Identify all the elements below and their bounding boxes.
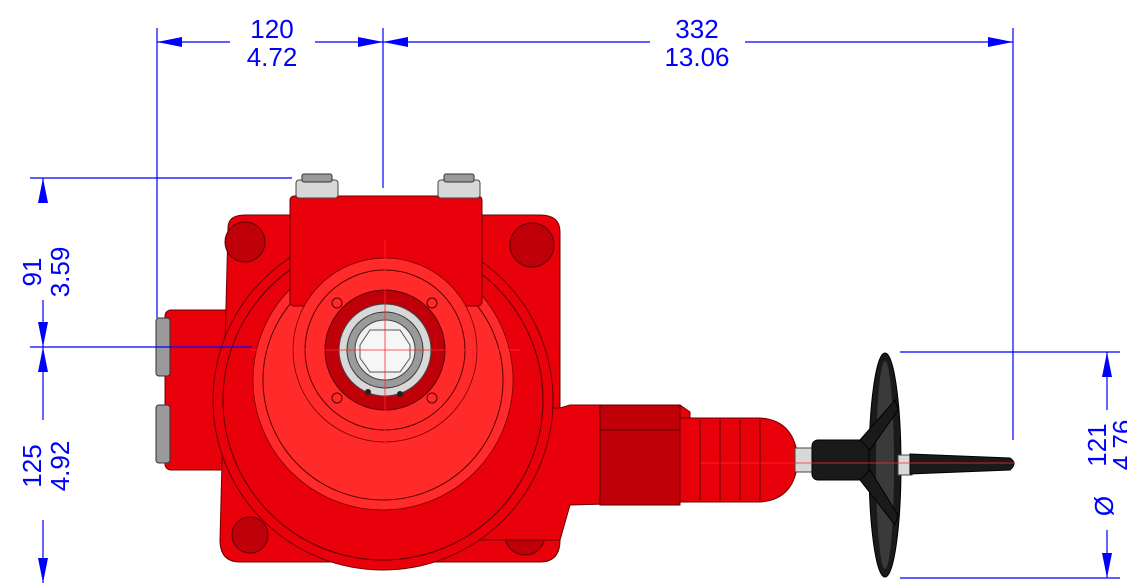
dim-left-upper-imperial: 3.59 (45, 247, 75, 298)
dim-handwheel-symbol: Ø (1089, 496, 1119, 516)
dim-top-right-imperial: 13.06 (664, 42, 729, 72)
handwheel-assembly (794, 352, 1015, 578)
dim-top-left-imperial: 4.72 (247, 42, 298, 72)
dim-top-left-metric: 120 (250, 14, 293, 44)
input-collar (679, 417, 799, 503)
dim-left-upper-metric: 91 (17, 258, 47, 287)
dimension-lines (30, 28, 1120, 583)
dim-top-right-metric: 332 (675, 14, 718, 44)
dim-handwheel-metric: 121 (1082, 423, 1112, 466)
centerlines (250, 240, 1015, 464)
dimension-labels: 120 4.72 332 13.06 91 3.59 125 4.92 Ø 12… (17, 14, 1127, 516)
dim-left-lower-metric: 125 (17, 444, 47, 487)
gearbox-illustration (155, 173, 1015, 578)
dim-handwheel-imperial: 4.76 (1107, 420, 1127, 471)
dim-left-lower-imperial: 4.92 (45, 441, 75, 492)
